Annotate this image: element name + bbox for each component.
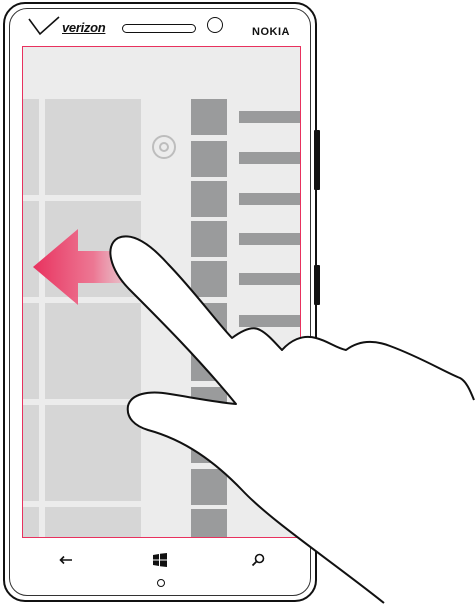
- search-button[interactable]: [244, 546, 272, 574]
- tile[interactable]: [23, 201, 39, 297]
- app-list-label[interactable]: [239, 193, 301, 205]
- tile[interactable]: [23, 405, 39, 501]
- app-list-label[interactable]: [239, 273, 301, 285]
- navigation-bar: [22, 540, 302, 580]
- tile[interactable]: [23, 99, 39, 195]
- app-list-icon[interactable]: [191, 427, 227, 463]
- volume-button[interactable]: [314, 130, 320, 190]
- tile[interactable]: [23, 507, 39, 538]
- phone-screen[interactable]: [22, 46, 301, 538]
- front-camera: [207, 17, 223, 33]
- back-arrow-icon: [59, 555, 73, 565]
- tile[interactable]: [45, 303, 141, 399]
- carrier-check-icon: [26, 15, 62, 37]
- windows-start-icon: [153, 553, 167, 567]
- search-icon[interactable]: [152, 135, 176, 159]
- app-list-icon[interactable]: [191, 469, 227, 505]
- earpiece-speaker: [122, 24, 196, 33]
- brand-logo: NOKIA: [252, 26, 290, 38]
- app-list-icon[interactable]: [191, 303, 227, 339]
- home-indicator: [157, 579, 165, 587]
- app-list-icon[interactable]: [191, 221, 227, 257]
- app-list-icon[interactable]: [191, 345, 227, 381]
- app-list-icon[interactable]: [191, 141, 227, 177]
- back-button[interactable]: [52, 546, 80, 574]
- tile[interactable]: [45, 507, 141, 538]
- tile[interactable]: [23, 303, 39, 399]
- app-list-icon[interactable]: [191, 509, 227, 538]
- app-list-icon[interactable]: [191, 261, 227, 297]
- search-icon: [251, 553, 265, 567]
- tile[interactable]: [45, 99, 141, 195]
- phone-top-bar: verizon NOKIA: [0, 0, 320, 46]
- app-list-icon[interactable]: [191, 387, 227, 423]
- tile[interactable]: [45, 405, 141, 501]
- carrier-logo: verizon: [62, 20, 105, 35]
- app-list-label[interactable]: [239, 315, 301, 327]
- app-list-label[interactable]: [239, 233, 301, 245]
- app-list-label[interactable]: [239, 152, 301, 164]
- start-button[interactable]: [146, 546, 174, 574]
- app-list-icon[interactable]: [191, 99, 227, 135]
- app-list-icon[interactable]: [191, 181, 227, 217]
- tile[interactable]: [45, 201, 141, 297]
- app-list-label[interactable]: [239, 111, 301, 123]
- power-button[interactable]: [314, 265, 320, 305]
